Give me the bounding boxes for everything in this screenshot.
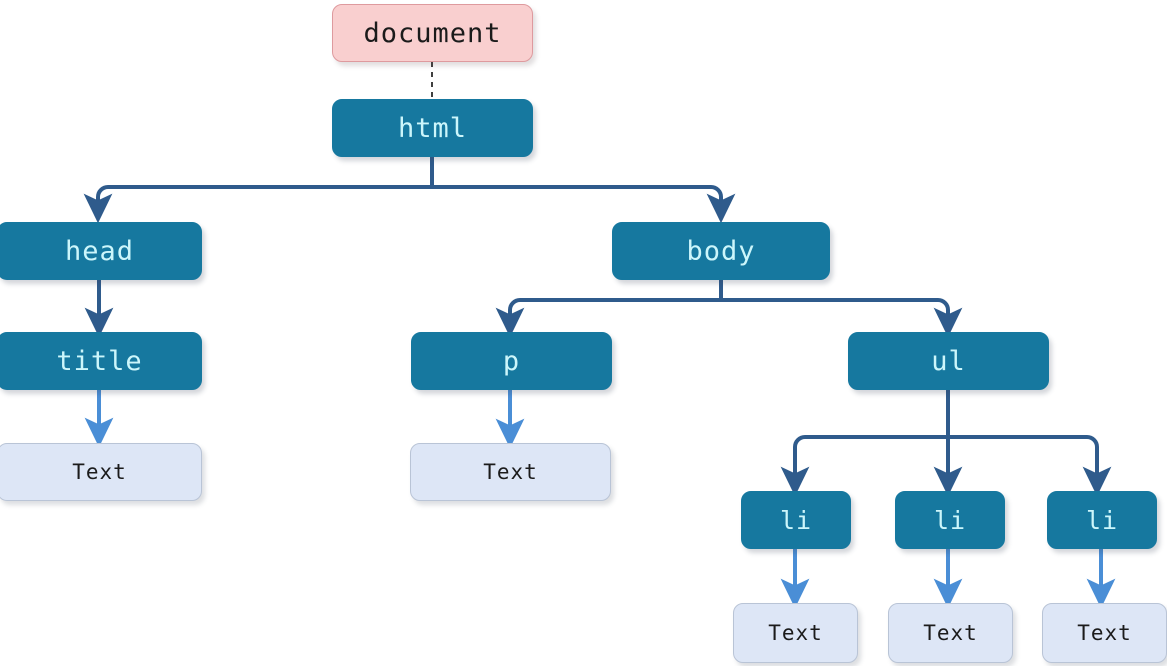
node-ul-label: ul: [931, 345, 966, 377]
node-text-li-2-label: Text: [923, 621, 978, 645]
node-li-2[interactable]: li: [895, 491, 1005, 549]
node-text-p-label: Text: [483, 460, 538, 484]
node-html[interactable]: html: [332, 99, 533, 157]
node-title-label: title: [56, 345, 143, 377]
node-body[interactable]: body: [612, 222, 830, 280]
node-head[interactable]: head: [0, 222, 202, 280]
node-p[interactable]: p: [411, 332, 612, 390]
node-text-title[interactable]: Text: [0, 443, 202, 501]
node-text-li-2[interactable]: Text: [888, 603, 1013, 663]
node-li-3-label: li: [1085, 505, 1119, 535]
node-li-1[interactable]: li: [741, 491, 851, 549]
node-document-label: document: [363, 17, 502, 49]
edge-body-children: [495, 275, 963, 338]
node-title[interactable]: title: [0, 332, 202, 390]
node-html-label: html: [397, 112, 468, 144]
node-li-3[interactable]: li: [1047, 491, 1157, 549]
node-li-2-label: li: [933, 505, 967, 535]
node-head-label: head: [64, 235, 135, 267]
node-text-title-label: Text: [72, 460, 127, 484]
node-document[interactable]: document: [332, 4, 533, 62]
node-text-li-3[interactable]: Text: [1042, 603, 1167, 663]
node-p-label: p: [502, 345, 521, 377]
node-text-li-1[interactable]: Text: [733, 603, 858, 663]
node-body-label: body: [686, 235, 756, 267]
node-ul[interactable]: ul: [848, 332, 1049, 390]
node-text-li-3-label: Text: [1077, 621, 1132, 645]
node-li-1-label: li: [779, 505, 813, 535]
edge-ul-children: [780, 390, 1112, 497]
node-text-li-1-label: Text: [768, 621, 823, 645]
node-text-p[interactable]: Text: [410, 443, 611, 501]
edge-html-children: [83, 156, 736, 224]
